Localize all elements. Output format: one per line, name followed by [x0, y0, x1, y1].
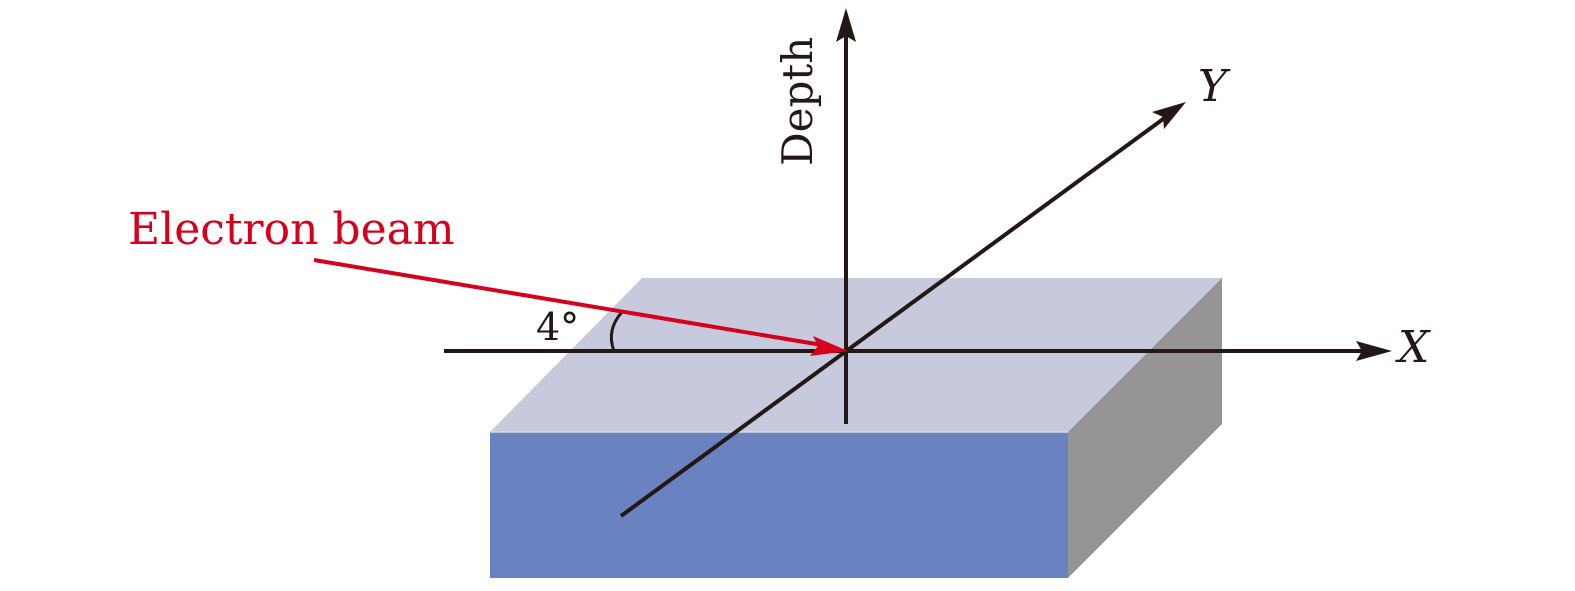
beam-label: Electron beam: [128, 204, 455, 255]
beam-arrowhead: [810, 336, 848, 356]
axes: [444, 8, 1392, 518]
y-axis-label: Y: [1198, 61, 1231, 112]
angle-arc: [609, 311, 624, 352]
y-axis-arrowhead: [1152, 102, 1186, 129]
angle-label: 4°: [536, 305, 579, 349]
block-front-face: [490, 432, 1068, 578]
electron-beam: [313, 258, 848, 356]
y-axis: [619, 112, 1172, 518]
x-axis-arrowhead: [1356, 341, 1392, 361]
depth-axis-label: Depth: [773, 37, 822, 166]
block-top-face: [490, 278, 1222, 432]
depth-axis-arrowhead: [836, 8, 856, 42]
beam-line: [313, 258, 823, 347]
sample-block: [490, 278, 1222, 578]
x-axis-label: X: [1395, 322, 1431, 373]
